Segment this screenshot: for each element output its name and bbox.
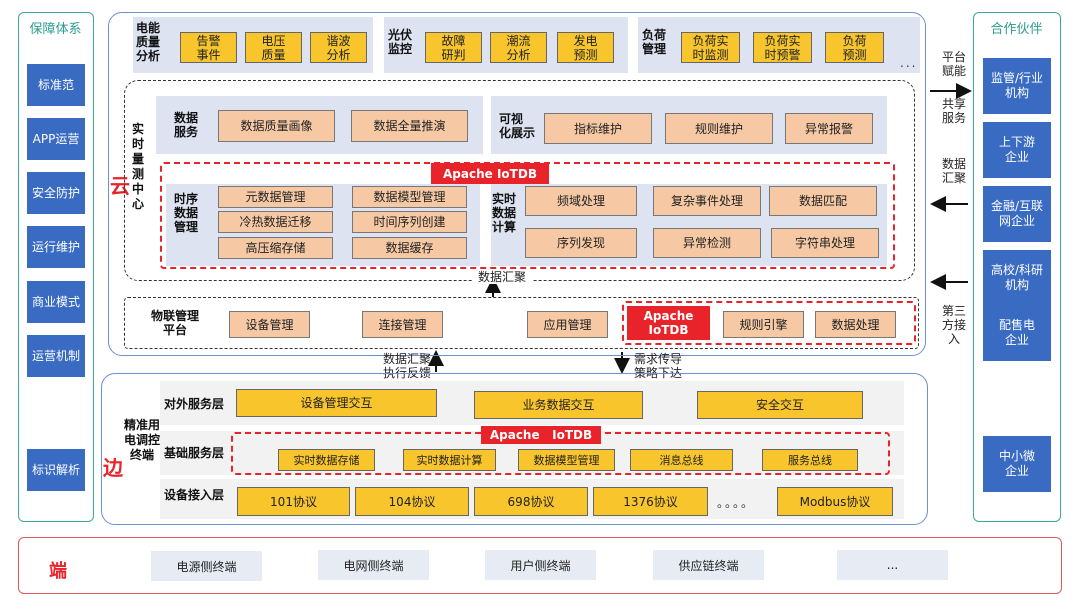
realtime-center-label: 实 时 量 测 中 心 — [131, 122, 144, 211]
load-label: 负荷 管理 — [642, 28, 667, 56]
visual-label: 可视 化展示 — [499, 112, 536, 140]
rtc-anomaly-detect: 异常检测 — [653, 228, 761, 258]
rtc-complex-event: 复杂事件处理 — [653, 186, 761, 216]
tp-load-warning: 负荷实 时预警 — [753, 32, 812, 63]
cloud-iotdb-tag: Apache IoTDB — [431, 163, 549, 184]
external-service-label: 对外服务层 — [164, 397, 225, 411]
end-grid: 电网侧终端 — [318, 550, 429, 580]
iot-app-mgmt: 应用管理 — [527, 311, 608, 338]
ds-quality-profile: 数据质量画像 — [218, 110, 335, 142]
rtc-data-match: 数据匹配 — [769, 186, 877, 216]
tsdb-hot-cold-migration: 冷热数据迁移 — [218, 211, 333, 233]
tsdb-data-cache: 数据缓存 — [352, 237, 467, 259]
rtc-frequency: 频域处理 — [525, 186, 637, 216]
left-item-maintenance: 运行维护 — [27, 226, 85, 268]
right-item-power-retail: 配售电 企业 — [983, 305, 1051, 361]
edge-label: 边 — [103, 456, 123, 480]
cloud-frame — [108, 12, 926, 356]
iot-rule-engine: 规则引擎 — [723, 311, 804, 338]
right-item-smes: 中小微 企业 — [983, 436, 1051, 492]
iot-platform-label: 物联管理 平台 — [150, 309, 199, 337]
base-service-label: 基础服务层 — [164, 446, 225, 460]
edge-device-interaction: 设备管理交互 — [236, 389, 437, 417]
rtc-string-process: 字符串处理 — [771, 228, 879, 258]
iot-connection-mgmt: 连接管理 — [362, 311, 443, 338]
right-item-supply-chain: 上下游 企业 — [983, 122, 1051, 178]
proto-modbus: Modbus协议 — [777, 487, 893, 516]
cloud-label: 云 — [110, 174, 130, 198]
iot-device-mgmt: 设备管理 — [229, 311, 310, 338]
tp-fault-diagnosis: 故障 研判 — [425, 32, 482, 63]
mid-data-summary-label: 数据汇聚 — [472, 270, 532, 284]
proto-101: 101协议 — [237, 487, 350, 516]
note-shared-service: 共享 服务 — [941, 97, 966, 125]
base-rt-storage: 实时数据存储 — [278, 449, 375, 471]
iot-platform-frame — [124, 297, 919, 349]
end-frame — [18, 537, 1062, 594]
rt-compute-label: 实时 数据 计算 — [492, 192, 517, 234]
end-label: 端 — [49, 561, 67, 582]
left-item-ops-mechanism: 运营机制 — [27, 335, 85, 377]
left-item-identity-resolution: 标识解析 — [27, 449, 85, 491]
tp-power-flow: 潮流 分析 — [490, 32, 547, 63]
guarantee-system-title: 保障体系 — [29, 21, 82, 37]
vis-rule-maintenance: 规则维护 — [665, 113, 773, 144]
edge-terminal-label: 精准用 电调控 终端 — [123, 418, 160, 462]
tp-harmonic-analysis: 谐波 分析 — [310, 32, 367, 63]
tp-generation-forecast: 发电 预测 — [557, 32, 614, 63]
iot-iotdb-tag: Apache IoTDB — [627, 306, 710, 340]
top-row-ellipsis: ... — [900, 56, 918, 70]
proto-dots: 。。。。 — [717, 496, 756, 510]
tp-voltage-quality: 电压 质量 — [245, 32, 302, 63]
pv-label: 光伏 监控 — [388, 28, 413, 56]
right-item-universities: 高校/科研 机构 — [983, 250, 1051, 306]
base-rt-compute: 实时数据计算 — [403, 449, 496, 471]
end-power-source: 电源侧终端 — [151, 551, 262, 581]
tsdb-metadata: 元数据管理 — [218, 186, 333, 208]
edge-iotdb-tag: Apache IoTDB — [481, 426, 601, 444]
proto-1376: 1376协议 — [593, 487, 708, 516]
edge-security-interaction: 安全交互 — [697, 391, 863, 419]
tp-load-monitor: 负荷实 时监测 — [681, 32, 740, 63]
proto-698: 698协议 — [474, 487, 588, 516]
tp-alarm-events: 告警 事件 — [180, 32, 237, 63]
note-data-summary-right: 数据 汇聚 — [941, 157, 966, 185]
left-item-standard: 标准范 — [27, 64, 85, 106]
note-platform-empower: 平台 赋能 — [941, 50, 966, 78]
tsdb-data-model: 数据模型管理 — [352, 186, 467, 208]
base-message-bus: 消息总线 — [630, 449, 733, 471]
ds-full-deduction: 数据全量推演 — [351, 110, 468, 142]
device-access-label: 设备接入层 — [164, 488, 225, 502]
tsdb-label: 时序 数据 管理 — [174, 192, 199, 234]
data-service-label: 数据 服务 — [174, 111, 199, 139]
left-item-business-model: 商业模式 — [27, 281, 85, 323]
edge-business-interaction: 业务数据交互 — [474, 391, 643, 419]
left-item-security: 安全防护 — [27, 172, 85, 214]
vis-anomaly-alarm: 异常报警 — [785, 113, 873, 144]
guarantee-system-panel: 保障体系 — [18, 12, 94, 522]
edge-frame — [101, 373, 928, 525]
iot-iotdb-frame — [622, 301, 916, 345]
note-third-party: 第三 方接 入 — [941, 304, 966, 346]
tsdb-high-compression: 高压缩存储 — [218, 237, 333, 259]
right-item-finance-internet: 金融/互联 网企业 — [983, 186, 1051, 242]
iot-data-process: 数据处理 — [815, 311, 896, 338]
tp-load-forecast: 负荷 预测 — [825, 32, 884, 63]
partners-title: 合作伙伴 — [990, 21, 1043, 37]
base-data-model: 数据模型管理 — [518, 449, 615, 471]
right-item-regulators: 监管/行业 机构 — [983, 58, 1051, 114]
tsdb-series-create: 时间序列创建 — [352, 211, 467, 233]
rtc-sequence-discovery: 序列发现 — [525, 228, 637, 258]
power-quality-label: 电能 质量 分析 — [136, 21, 161, 63]
end-user: 用户侧终端 — [485, 550, 596, 580]
end-supply-chain: 供应链终端 — [653, 550, 764, 580]
vis-metric-maintenance: 指标维护 — [544, 113, 652, 144]
partners-panel: 合作伙伴 — [973, 12, 1061, 522]
base-service-bus: 服务总线 — [762, 449, 858, 471]
left-item-app-operation: APP运营 — [27, 118, 85, 160]
end-more: ... — [837, 550, 948, 580]
proto-104: 104协议 — [355, 487, 469, 516]
